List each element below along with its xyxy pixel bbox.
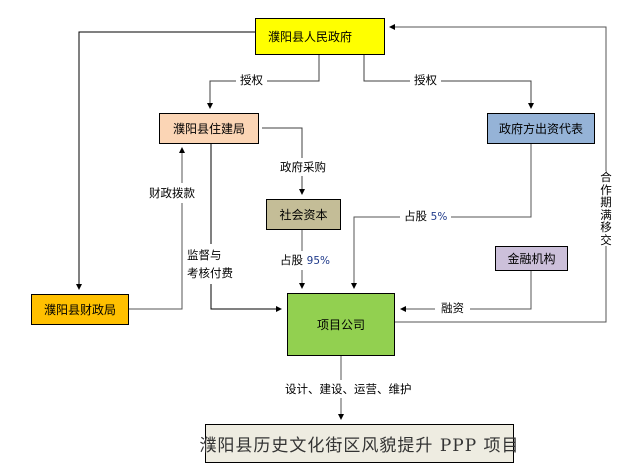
node-label: 政府方出资代表	[498, 122, 583, 136]
label-supervise-line2: 考核付费	[187, 266, 233, 280]
label-operations: 设计、建设、运营、维护	[283, 380, 414, 398]
node-label: 濮阳县历史文化街区风貌提升 PPP 项目	[199, 436, 520, 456]
node-label: 濮阳县人民政府	[267, 30, 352, 44]
label-stake-5-value: 5%	[430, 211, 448, 223]
node-project-company: 项目公司	[287, 293, 395, 356]
label-authorize-left: 授权	[236, 73, 267, 87]
label-financing: 融资	[435, 301, 470, 315]
node-county-government: 濮阳县人民政府	[255, 18, 385, 55]
label-transfer: 合作期满移交	[599, 170, 613, 247]
edge-gov-to-investor	[363, 54, 534, 109]
label-supervise-line1: 监督与	[187, 248, 222, 262]
label-authorize-right: 授权	[410, 73, 441, 87]
node-government-investor-rep: 政府方出资代表	[487, 113, 595, 144]
edge-finance-to-housing	[129, 147, 185, 310]
node-label: 社会资本	[279, 208, 328, 222]
node-label: 项目公司	[316, 318, 365, 332]
edge-gov-to-finance	[76, 31, 255, 290]
label-supervise-pay: 监督与 考核付费	[187, 244, 233, 284]
node-social-capital: 社会资本	[266, 199, 341, 230]
node-label: 金融机构	[507, 252, 556, 266]
label-stake-95-text: 占股	[280, 253, 303, 267]
edge-housing-to-company	[210, 144, 282, 312]
node-finance-bureau: 濮阳县财政局	[31, 294, 129, 325]
node-financial-institution: 金融机构	[495, 246, 568, 271]
label-stake-5-text: 占股	[404, 209, 427, 223]
label-gov-procurement: 政府采购	[278, 158, 328, 176]
node-label: 濮阳县财政局	[43, 303, 116, 317]
node-project: 濮阳县历史文化街区风貌提升 PPP 项目	[199, 424, 519, 463]
node-label: 濮阳县住建局	[172, 122, 245, 136]
label-fiscal-allocation: 财政拨款	[147, 183, 197, 203]
label-stake-95-value: 95%	[306, 255, 330, 267]
node-housing-bureau: 濮阳县住建局	[159, 113, 259, 144]
label-stake-5: 占股 5%	[400, 209, 452, 224]
label-stake-95: 占股 95%	[278, 251, 332, 270]
edge-company-to-gov	[389, 24, 607, 323]
